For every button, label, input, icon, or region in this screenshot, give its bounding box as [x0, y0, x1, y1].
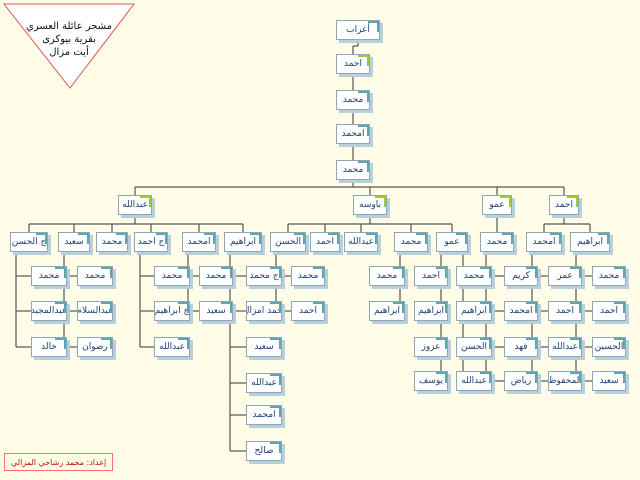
person-node: عبدالمجيد	[31, 301, 67, 321]
person-node: رياض	[504, 371, 538, 391]
person-node: محمد	[96, 232, 128, 252]
person-node: عبدالله	[118, 195, 152, 215]
person-node: امحمد	[504, 301, 538, 321]
person-node: عمر	[548, 266, 582, 286]
person-node: محمد	[291, 266, 325, 286]
person-node: كريم	[504, 266, 538, 286]
person-node: ج محمد	[246, 266, 282, 286]
person-node: امحمد	[246, 405, 282, 425]
diagram-title: مشجر عائلة العسري بقرية بيوكرى أيت مزال	[12, 20, 126, 59]
title-line-1: مشجر عائلة العسري	[26, 21, 112, 32]
person-node: فهد	[504, 337, 538, 357]
person-node: احمد	[548, 301, 582, 321]
person-node: محمد	[336, 90, 370, 110]
person-node: رضوان	[77, 337, 113, 357]
person-node: الحسن	[456, 337, 492, 357]
person-node: احمد	[336, 54, 370, 74]
person-node: احمد امزال	[246, 301, 282, 321]
person-node: المحفوظ	[548, 371, 582, 391]
person-node: محمد	[592, 266, 626, 286]
person-node: عبدالله	[344, 232, 378, 252]
person-node: عمو	[436, 232, 468, 252]
title-triangle	[2, 3, 136, 89]
person-node: صالح	[246, 441, 282, 461]
person-node: باوسه	[353, 195, 387, 215]
person-node: عبدالله	[456, 371, 492, 391]
person-node: احمد	[592, 301, 626, 321]
person-node: امحمد	[182, 232, 216, 252]
person-node: يوسف	[414, 371, 448, 391]
person-node: احمد	[414, 266, 448, 286]
person-node: محمد	[336, 160, 370, 180]
person-node: ابراهيم	[369, 301, 405, 321]
person-node: محمد	[369, 266, 405, 286]
person-node: عزوز	[414, 337, 448, 357]
person-node: الحسين	[592, 337, 626, 357]
title-line-2: بقرية بيوكرى	[42, 34, 96, 45]
person-node: محمد	[154, 266, 190, 286]
person-node: محمد	[480, 232, 514, 252]
person-node: سعيد	[592, 371, 626, 391]
person-node: سعيد	[58, 232, 90, 252]
person-node: احمد	[549, 195, 579, 215]
person-node: محمد	[199, 266, 233, 286]
person-node: احمد	[310, 232, 340, 252]
person-node: احمد	[291, 301, 325, 321]
person-node: سعيد	[246, 337, 282, 357]
person-node: عبدالله	[154, 337, 190, 357]
person-node: ابراهيم	[456, 301, 492, 321]
person-node: محمد	[31, 266, 67, 286]
person-node: الحسن	[270, 232, 306, 252]
person-node: أعراب	[336, 20, 380, 40]
person-node: ج الحسن	[10, 232, 48, 252]
person-node: ج ابراهيم	[154, 301, 190, 321]
person-node: عبدالسلام	[77, 301, 113, 321]
title-line-3: أيت مزال	[49, 47, 89, 58]
person-node: امحمد	[526, 232, 562, 252]
person-node: ابراهيم	[224, 232, 262, 252]
person-node: محمد	[394, 232, 428, 252]
person-node: ابراهيم	[414, 301, 448, 321]
person-node: محمد	[77, 266, 113, 286]
person-node: ج احمد	[134, 232, 168, 252]
person-node: امحمد	[336, 124, 370, 144]
person-node: عبدالله	[246, 373, 282, 393]
person-node: خالد	[31, 337, 67, 357]
person-node: سعيد	[199, 301, 233, 321]
author-credit: إعداد: محمد رشاحي المزالي	[4, 453, 114, 471]
person-node: ابراهيم	[570, 232, 610, 252]
person-node: محمد	[456, 266, 492, 286]
person-node: عبدالله	[548, 337, 582, 357]
person-node: عمو	[482, 195, 512, 215]
